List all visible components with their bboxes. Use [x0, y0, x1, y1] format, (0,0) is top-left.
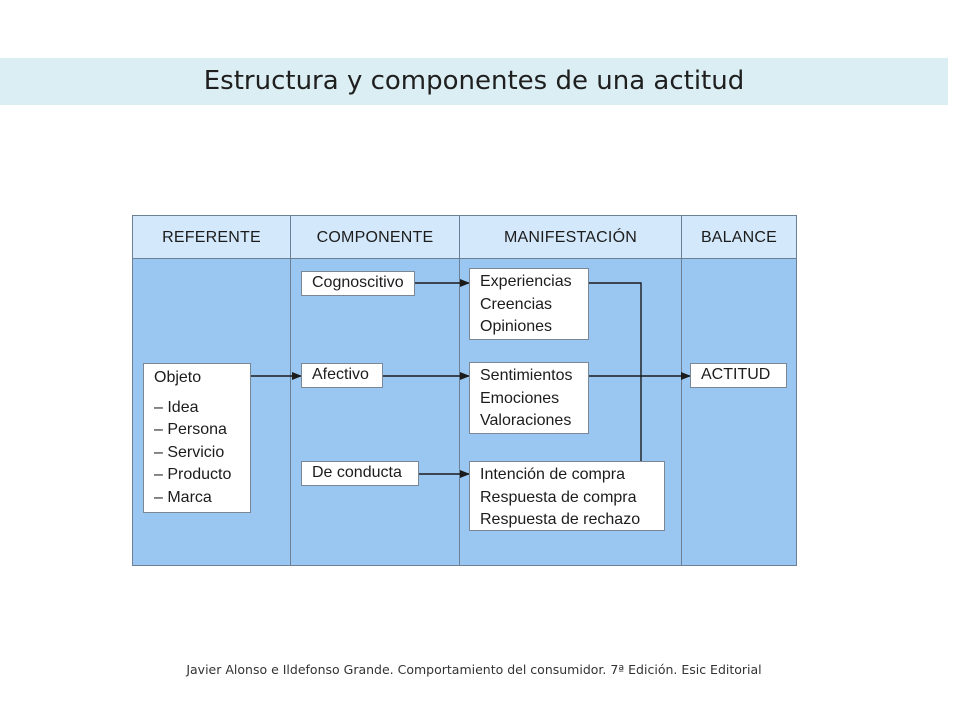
manifestacion-item: Respuesta de rechazo [480, 511, 641, 528]
manifestacion-item: Intención de compra [480, 466, 625, 483]
objeto-item: – Marca [154, 488, 212, 506]
componente-afectivo: Afectivo [301, 363, 383, 388]
manifestacion-item: Respuesta de compra [480, 488, 637, 506]
objeto-item: – Servicio [154, 443, 225, 461]
flow-arrows [251, 279, 691, 478]
objeto-box: Objeto – Idea – Persona – Servicio – Pro… [143, 363, 251, 513]
manifestacion-item: Experiencias [480, 273, 572, 290]
manifestacion-conductual: Intención de compra Respuesta de compra … [469, 461, 665, 531]
column-divider [681, 216, 682, 565]
source-citation: Javier Alonso e Ildefonso Grande. Compor… [186, 662, 762, 677]
column-header-manifestacion: MANIFESTACIÓN [504, 229, 637, 246]
column-header-balance: BALANCE [700, 229, 778, 246]
column-divider [290, 216, 291, 565]
objeto-item: – Idea [154, 398, 199, 416]
column-divider [459, 216, 460, 565]
manifestacion-item: Opiniones [480, 318, 553, 335]
manifestacion-item: Creencias [480, 295, 553, 313]
column-header-componente: COMPONENTE [316, 229, 434, 246]
componente-conducta: De conducta [301, 461, 419, 486]
header-row [133, 216, 796, 259]
objeto-item: – Persona [154, 421, 227, 438]
componente-cognoscitivo: Cognoscitivo [301, 271, 415, 296]
manifestacion-item: Sentimientos [480, 367, 573, 384]
manifestacion-item: Valoraciones [480, 412, 572, 429]
connector-experiencias [589, 282, 642, 376]
manifestacion-cognoscitiva: Experiencias Creencias Opiniones [469, 268, 589, 340]
title-bar [0, 58, 948, 105]
manifestacion-afectiva: Sentimientos Emociones Valoraciones [469, 362, 589, 434]
slide-title: Estructura y componentes de una actitud [203, 66, 745, 96]
objeto-item: – Producto [154, 466, 232, 483]
objeto-title: Objeto [154, 369, 202, 386]
attitude-diagram: REFERENTE COMPONENTE MANIFESTACIÓN BALAN… [132, 215, 797, 566]
actitud-box: ACTITUD [690, 363, 787, 388]
column-header-referente: REFERENTE [162, 229, 261, 246]
manifestacion-item: Emociones [480, 389, 560, 407]
